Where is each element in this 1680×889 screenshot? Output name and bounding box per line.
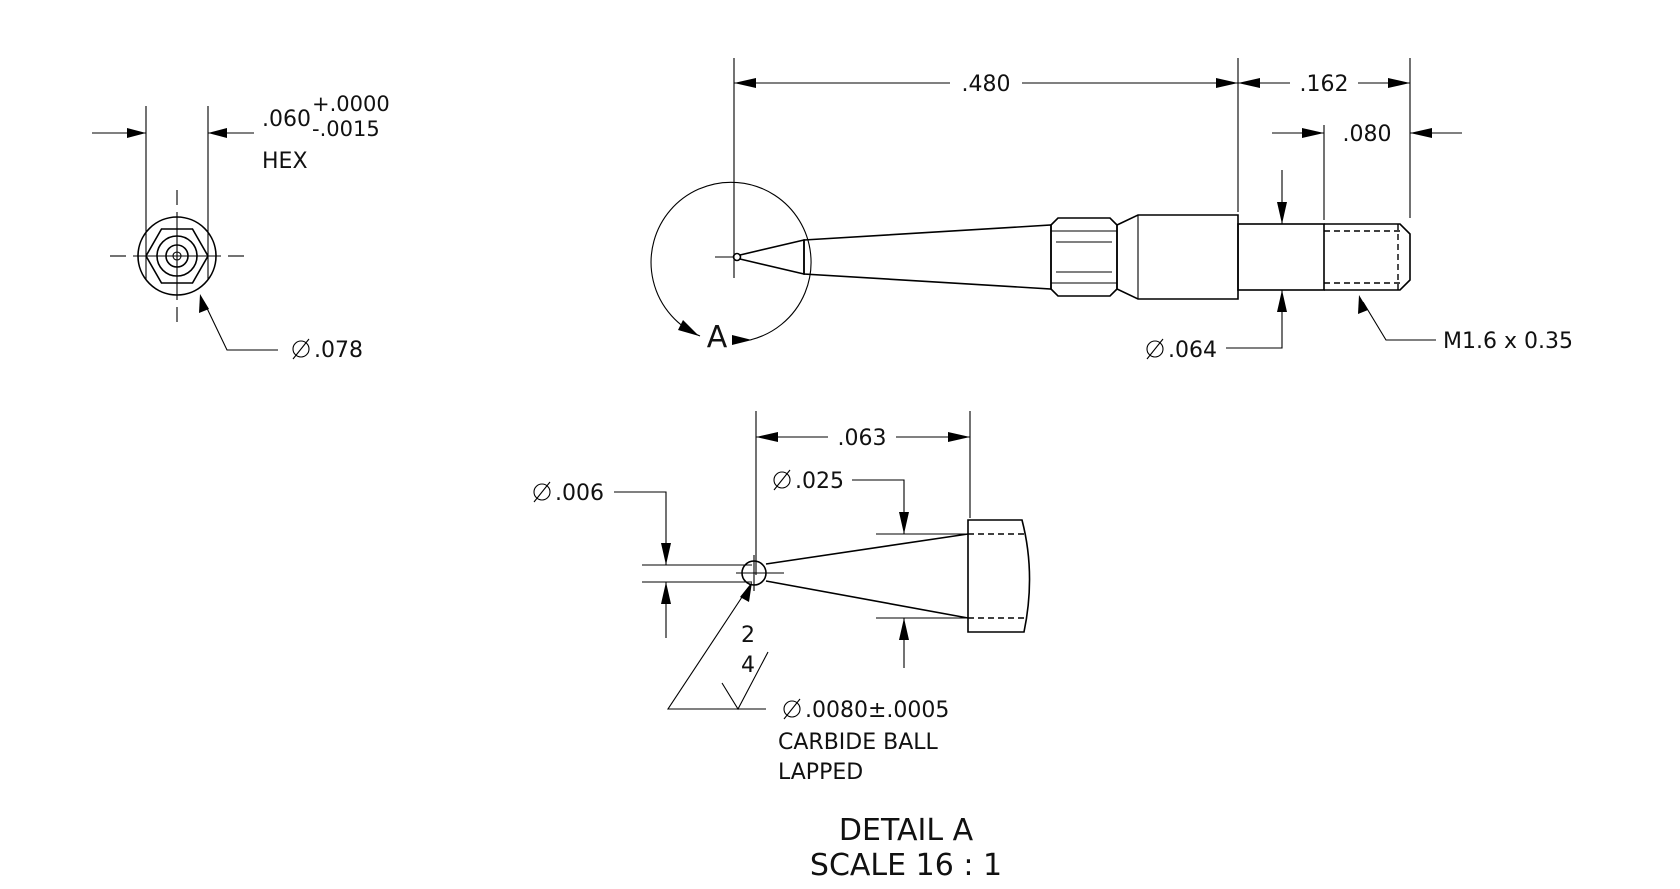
cone-edge bbox=[765, 580, 969, 619]
shank bbox=[1237, 223, 1325, 291]
thread-label: M1.6 x 0.35 bbox=[1443, 329, 1573, 354]
arrow-icon bbox=[899, 512, 909, 534]
diameter-icon bbox=[773, 469, 791, 491]
hex-body bbox=[1050, 217, 1118, 297]
len-tip-label: .063 bbox=[838, 426, 887, 451]
arrow-icon bbox=[948, 432, 970, 442]
arrow-icon bbox=[661, 543, 671, 565]
stem-break bbox=[967, 519, 1031, 633]
ball-note-1: CARBIDE BALL bbox=[778, 730, 939, 755]
diameter-leader bbox=[203, 301, 278, 351]
detail-callout-label: A bbox=[707, 320, 728, 355]
arrow-icon bbox=[740, 582, 752, 602]
ball-leader bbox=[666, 587, 766, 710]
probe-stem bbox=[803, 224, 1052, 290]
diameter-icon bbox=[292, 338, 310, 360]
diameter-icon bbox=[533, 481, 551, 503]
arrow-icon bbox=[1302, 128, 1324, 138]
detail-circle bbox=[650, 181, 812, 341]
hex-outline bbox=[145, 228, 209, 284]
arrow-icon bbox=[899, 618, 909, 640]
arrow-icon bbox=[208, 128, 227, 138]
cone-diameter-label: .025 bbox=[795, 469, 844, 494]
dim-line bbox=[852, 479, 905, 534]
collar bbox=[1116, 214, 1239, 300]
end-view: .060 +.0000 -.0015 HEX .078 bbox=[92, 92, 390, 363]
arrow-icon bbox=[1238, 78, 1260, 88]
inner-circle bbox=[156, 235, 198, 277]
len-main-label: .480 bbox=[962, 72, 1011, 97]
hex-tol-minus-label: -.0015 bbox=[312, 117, 380, 141]
tip-diameter-label: .006 bbox=[555, 481, 604, 506]
thread-section bbox=[1324, 223, 1411, 291]
hex-tol-plus-label: +.0000 bbox=[312, 92, 390, 116]
finish-bottom-label: 4 bbox=[741, 653, 755, 678]
outer-diameter-circle bbox=[137, 216, 217, 296]
arrow-icon bbox=[127, 128, 146, 138]
thread-leader bbox=[1362, 301, 1436, 341]
diameter-icon bbox=[783, 698, 801, 720]
len-thread-label: .080 bbox=[1343, 122, 1392, 147]
surface-finish-icon bbox=[721, 651, 769, 711]
inner-circle bbox=[165, 244, 189, 268]
arrow-icon bbox=[661, 582, 671, 604]
dim-line bbox=[614, 491, 667, 565]
hex-nominal-label: .060 bbox=[262, 107, 311, 132]
diameter-icon bbox=[1146, 338, 1164, 360]
probe-tip-cone bbox=[739, 238, 805, 276]
shank-diameter-label: .064 bbox=[1168, 338, 1217, 363]
ball-note-2: LAPPED bbox=[778, 760, 863, 785]
arrow-icon bbox=[1388, 78, 1410, 88]
arrow-icon bbox=[199, 294, 209, 313]
arrow-icon bbox=[734, 78, 756, 88]
probe-ball bbox=[732, 252, 742, 262]
detail-scale: SCALE 16 : 1 bbox=[810, 848, 1002, 883]
arrow-icon bbox=[732, 335, 752, 345]
ball-diameter-label: .0080±.0005 bbox=[805, 698, 949, 723]
inner-circle bbox=[172, 251, 182, 261]
arrow-icon bbox=[1216, 78, 1238, 88]
cone-edge bbox=[765, 533, 969, 565]
finish-top-label: 2 bbox=[741, 623, 755, 648]
len-shank-label: .162 bbox=[1300, 72, 1349, 97]
arrow-icon bbox=[756, 432, 778, 442]
arrow-icon bbox=[678, 320, 699, 336]
arrow-icon bbox=[1277, 290, 1287, 312]
end-diameter-label: .078 bbox=[314, 338, 363, 363]
arrow-icon bbox=[1410, 128, 1432, 138]
arrow-icon bbox=[1277, 202, 1287, 224]
hex-note-label: HEX bbox=[262, 149, 308, 174]
detail-a-view: .063 .025 .006 bbox=[533, 411, 1031, 883]
arrow-icon bbox=[1358, 295, 1368, 314]
side-view: .480 .162 .080 A bbox=[650, 58, 1573, 363]
detail-title: DETAIL A bbox=[839, 813, 974, 848]
